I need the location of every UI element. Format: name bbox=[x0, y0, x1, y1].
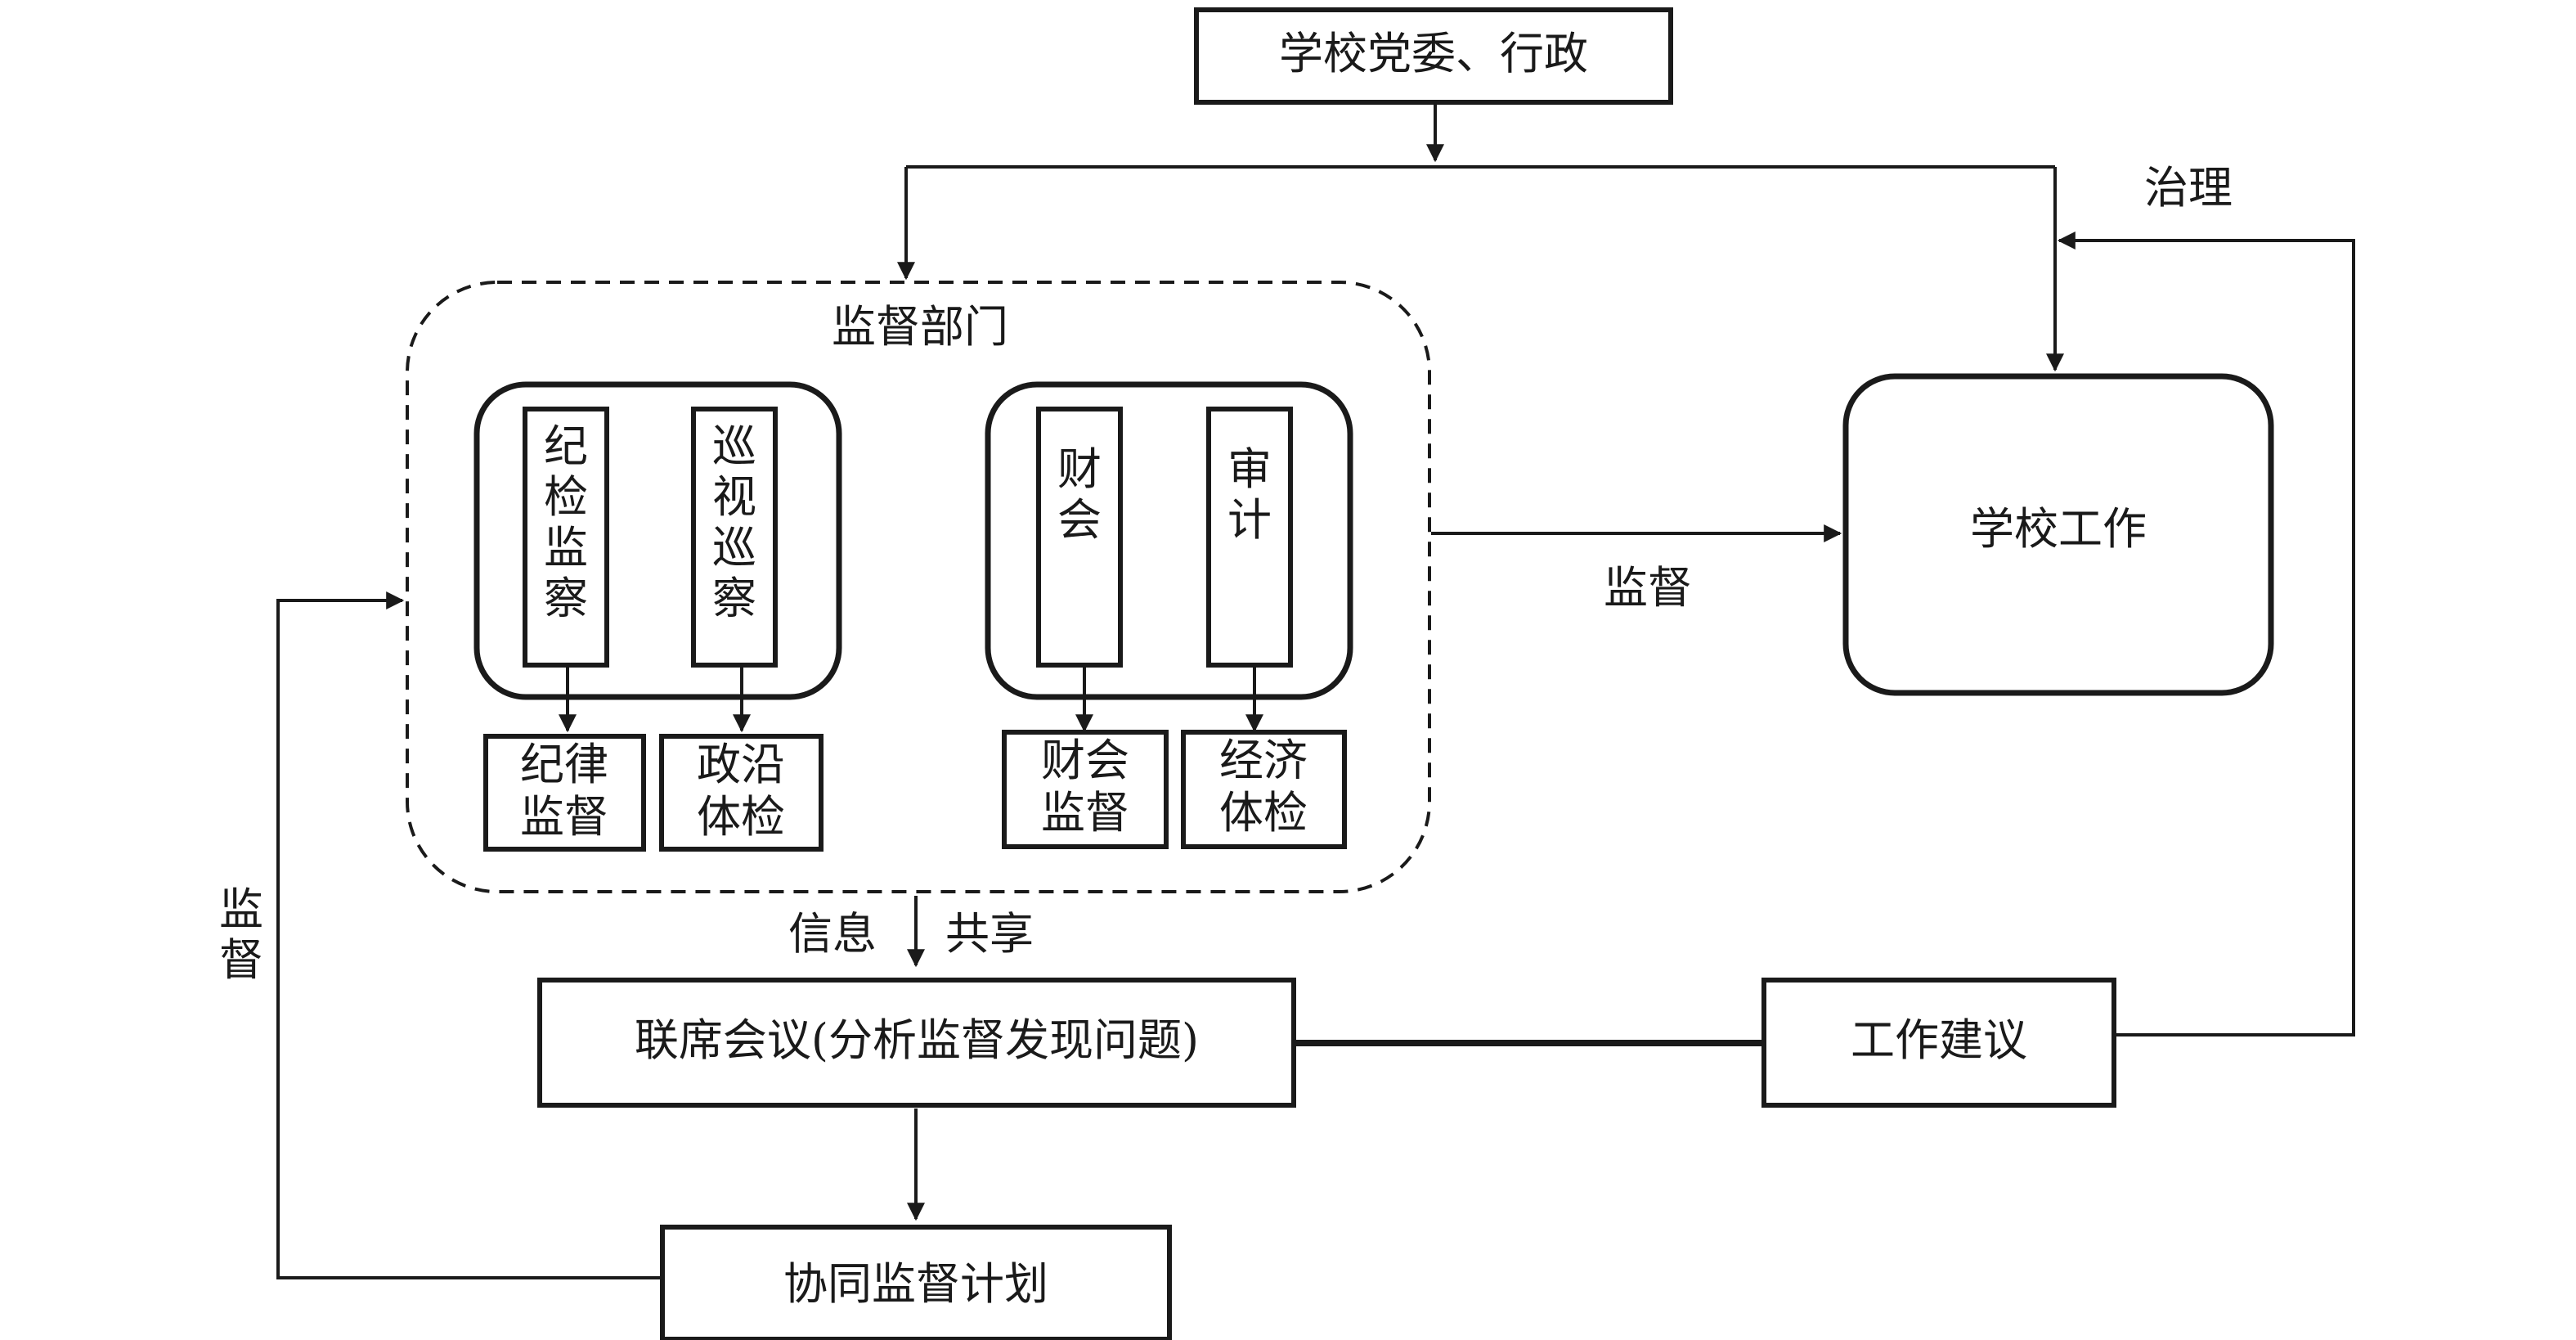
unit-caikuai: 财会 bbox=[1036, 407, 1123, 668]
unit-jijian: 纪检监察 bbox=[523, 407, 609, 668]
coop-plan-label: 协同监督计划 bbox=[783, 1258, 1048, 1310]
supervise-left-label: 监督 bbox=[219, 884, 263, 986]
output-caikuai-jd: 财会 监督 bbox=[1002, 730, 1169, 849]
dept-group: 监督部门 bbox=[406, 281, 1431, 893]
school-work-label: 学校工作 bbox=[1970, 503, 2147, 555]
output-jilv: 纪律 监督 bbox=[483, 734, 646, 852]
unit-jijian-label: 纪检监察 bbox=[544, 420, 588, 624]
top-node-label: 学校党委、行政 bbox=[1279, 28, 1588, 79]
supervise-right-label: 监督 bbox=[1604, 562, 1692, 614]
info-label: 信息 bbox=[788, 908, 877, 960]
governance-loop bbox=[2057, 232, 2355, 1036]
output-caikuai-jd-line1: 财会 bbox=[1041, 735, 1129, 786]
output-zhengyan: 政沿 体检 bbox=[659, 734, 824, 852]
work-suggestion-node: 工作建议 bbox=[1761, 978, 2116, 1108]
output-jingji-line2: 体检 bbox=[1219, 787, 1308, 839]
dept-group-label: 监督部门 bbox=[832, 301, 1008, 353]
unit-xunshi: 巡视巡察 bbox=[691, 407, 778, 668]
output-jingji-line1: 经济 bbox=[1219, 735, 1308, 786]
coop-plan-node: 协同监督计划 bbox=[660, 1225, 1172, 1340]
school-work-node: 学校工作 bbox=[1842, 373, 2274, 696]
work-suggestion-label: 工作建议 bbox=[1851, 1014, 2027, 1066]
governance-label: 治理 bbox=[2144, 162, 2233, 214]
output-jilv-line1: 纪律 bbox=[520, 739, 608, 790]
discipline-container bbox=[473, 381, 842, 700]
joint-meeting-node: 联席会议(分析监督发现问题) bbox=[537, 978, 1296, 1108]
output-zhengyan-line1: 政沿 bbox=[697, 739, 785, 790]
joint-meeting-label: 联席会议(分析监督发现问题) bbox=[635, 1014, 1199, 1066]
top-node: 学校党委、行政 bbox=[1194, 7, 1673, 105]
output-caikuai-jd-line2: 监督 bbox=[1041, 787, 1129, 839]
finance-container bbox=[985, 381, 1353, 700]
unit-shenji-label: 审计 bbox=[1227, 443, 1272, 546]
supervise-loop-left bbox=[276, 591, 662, 1279]
unit-caikuai-label: 财会 bbox=[1057, 443, 1102, 546]
share-label: 共享 bbox=[945, 908, 1034, 960]
output-jilv-line2: 监督 bbox=[520, 791, 608, 843]
output-jingji: 经济 体检 bbox=[1181, 730, 1347, 849]
unit-xunshi-label: 巡视巡察 bbox=[712, 420, 756, 624]
output-zhengyan-line2: 体检 bbox=[697, 791, 785, 843]
unit-shenji: 审计 bbox=[1206, 407, 1293, 668]
